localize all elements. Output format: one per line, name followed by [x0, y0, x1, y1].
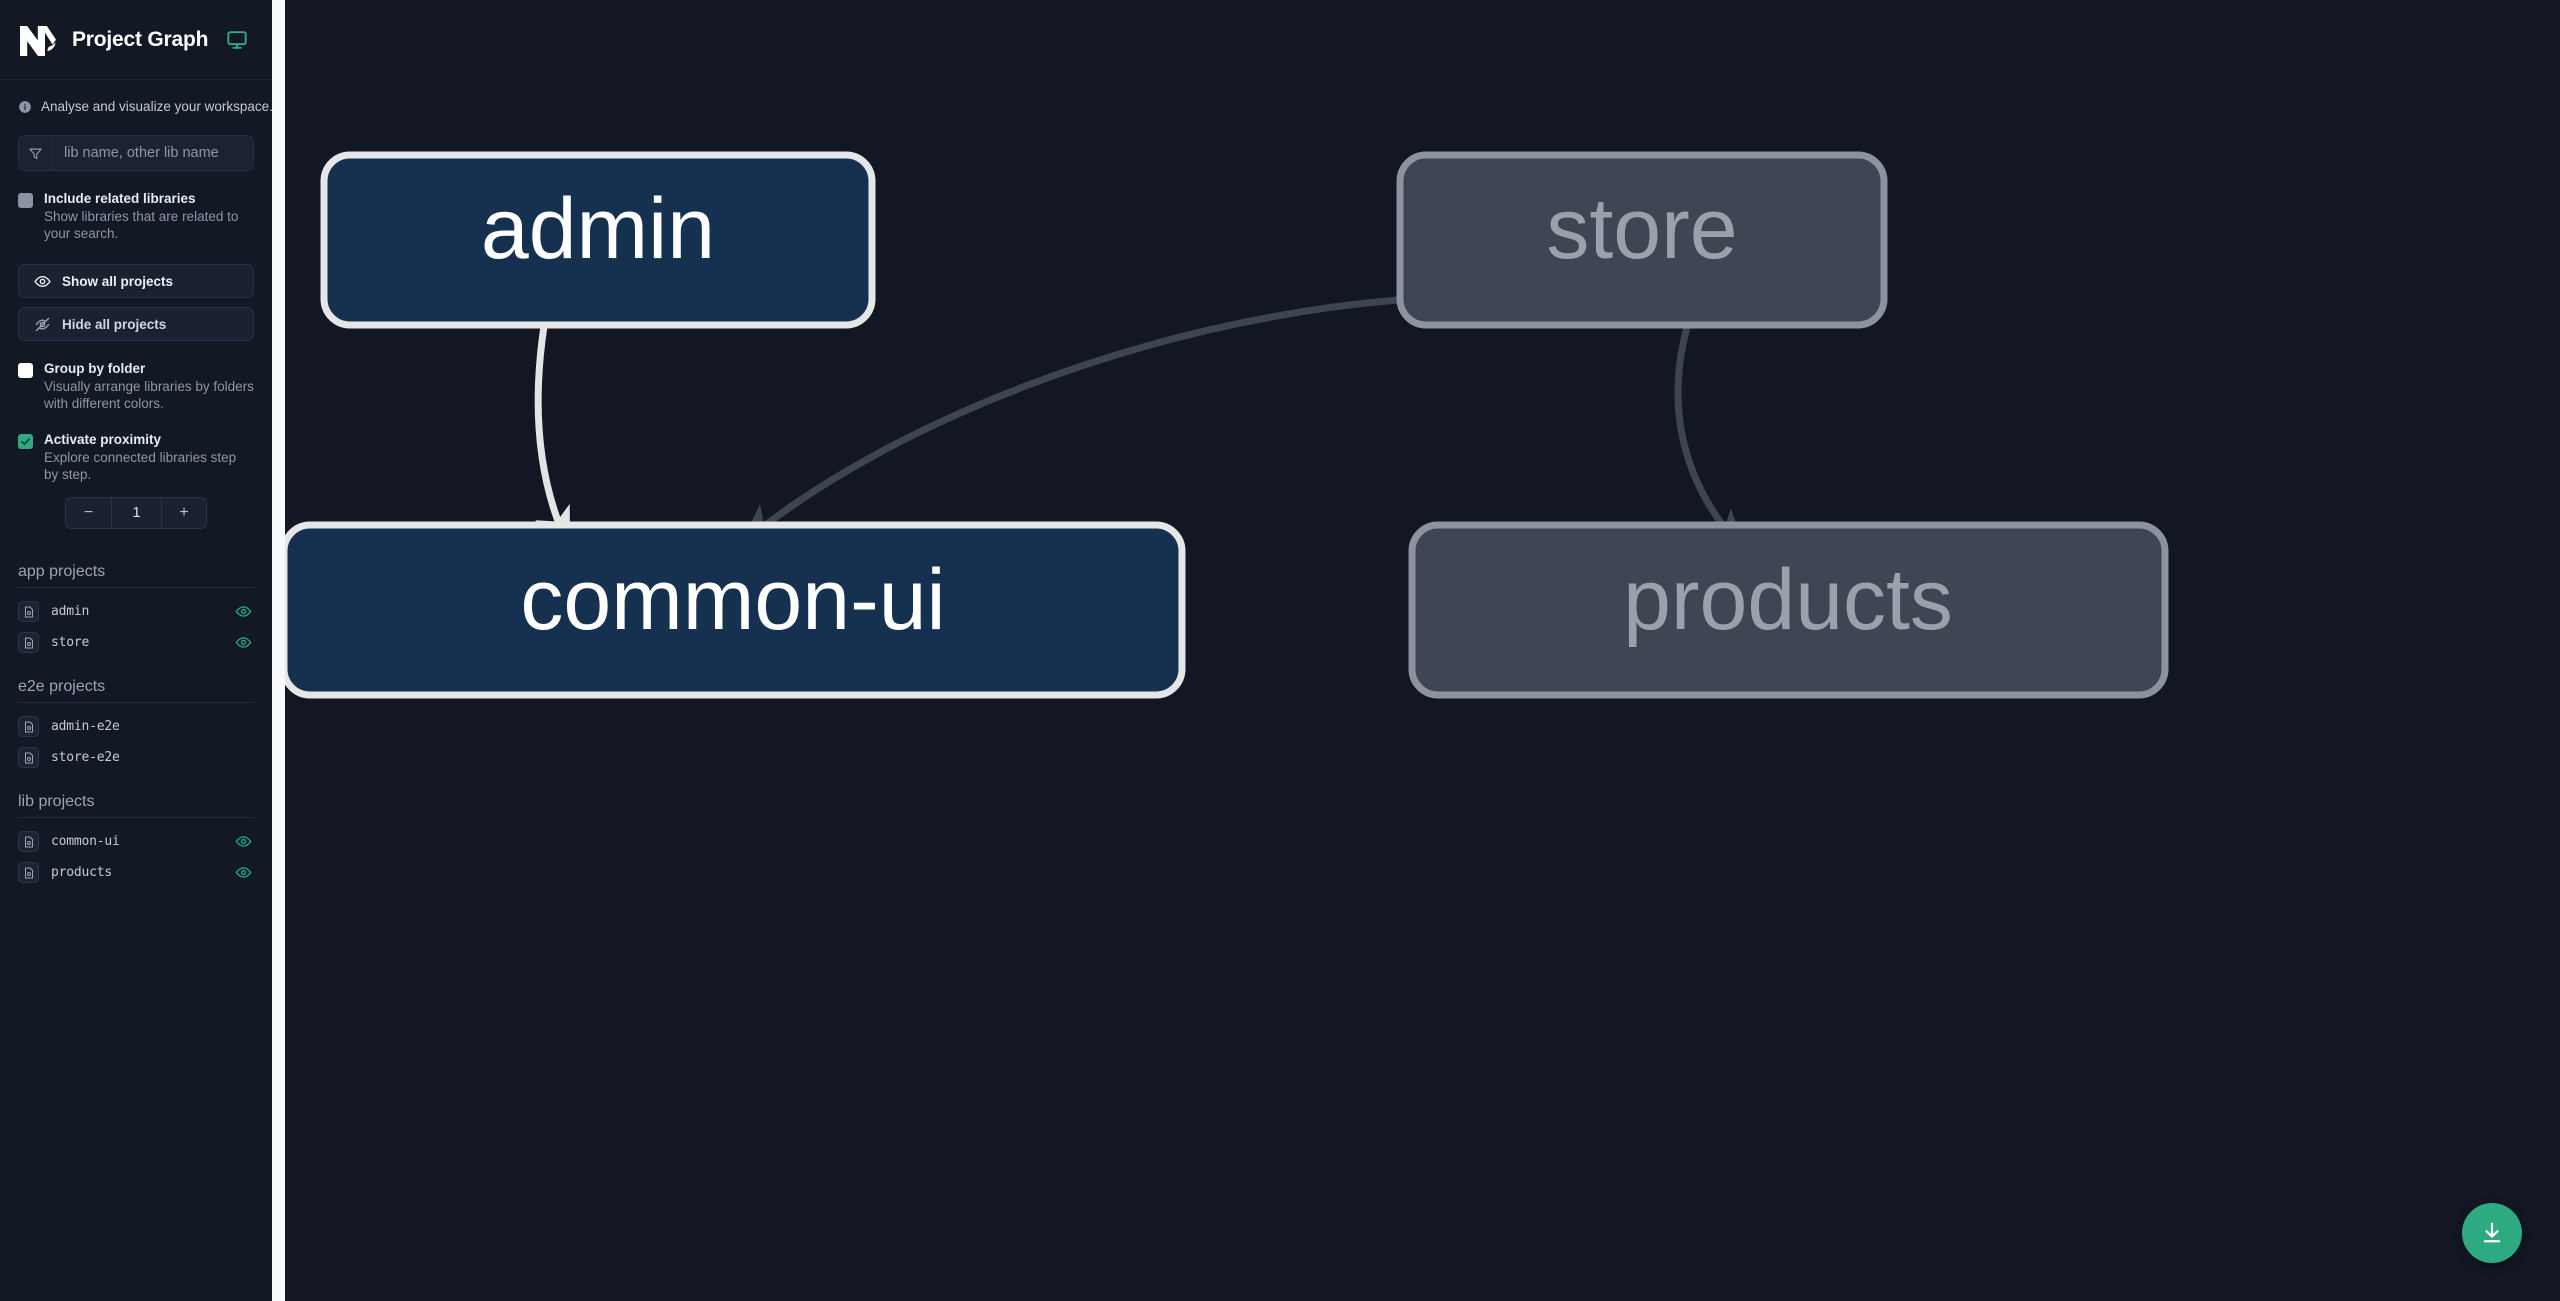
proximity-value: 1 [111, 498, 161, 528]
project-icon [18, 831, 39, 852]
graph-node-admin[interactable]: admin [320, 151, 876, 329]
project-visibility-eye-icon[interactable] [235, 634, 252, 651]
option-include-related-libraries[interactable]: Include related libraries Show libraries… [0, 191, 272, 242]
filter-funnel-icon-box [19, 136, 53, 170]
eye-off-icon [35, 317, 50, 331]
show-all-projects-label: Show all projects [62, 273, 174, 289]
option-title: Group by folder [44, 361, 146, 376]
project-name: admin [51, 604, 90, 619]
proximity-increment-button[interactable]: + [161, 498, 206, 528]
graph-node-store[interactable]: store [1396, 151, 1888, 329]
project-visibility-eye-icon[interactable] [235, 864, 252, 881]
project-group-app: app projects admin [18, 563, 254, 658]
proximity-decrement-button[interactable]: − [66, 498, 111, 528]
graph-svg: admin store common-ui products [280, 151, 2169, 699]
info-icon [19, 100, 31, 113]
download-graph-button[interactable] [2462, 1203, 2522, 1263]
project-glyph-icon [24, 637, 33, 648]
project-glyph-icon [24, 752, 33, 763]
node-shape [1396, 151, 1888, 329]
node-label: store [1546, 181, 1737, 277]
sidebar: Project Graph Analyse and visualize your… [0, 0, 272, 1301]
download-icon [2483, 1222, 2501, 1243]
checkmark-icon [21, 438, 30, 446]
project-glyph-icon [24, 606, 33, 617]
project-row-store-e2e[interactable]: store-e2e [18, 742, 254, 773]
sidebar-header: Project Graph [0, 0, 272, 80]
project-icon [18, 862, 39, 883]
project-group-lib: lib projects common-ui [18, 793, 254, 888]
project-icon [18, 716, 39, 737]
hide-all-projects-label: Hide all projects [62, 316, 167, 332]
project-icon [18, 747, 39, 768]
project-glyph-icon [24, 721, 33, 732]
graph-edges [534, 296, 1746, 552]
nx-logo [20, 25, 56, 56]
tagline-text: Analyse and visualize your workspace. [41, 99, 272, 114]
option-title: Activate proximity [44, 432, 162, 447]
show-all-projects-button[interactable]: Show all projects [18, 264, 254, 298]
project-name: common-ui [51, 834, 120, 849]
search-input[interactable] [53, 136, 253, 170]
project-name: admin-e2e [51, 719, 120, 734]
include-related-libraries-checkbox[interactable] [18, 193, 33, 208]
graph-node-products[interactable]: products [1408, 521, 2169, 699]
visibility-button-group: Show all projects Hide all projects [0, 264, 272, 341]
node-label: common-ui [520, 552, 945, 648]
project-icon [18, 601, 39, 622]
node-shape [320, 151, 876, 329]
project-icon [18, 632, 39, 653]
node-shape [1408, 521, 2169, 699]
graph-node-common-ui[interactable]: common-ui [280, 521, 1186, 699]
option-group-by-folder[interactable]: Group by folder Visually arrange librari… [0, 361, 272, 412]
activate-proximity-checkbox[interactable] [18, 434, 33, 449]
project-row-store[interactable]: store [18, 627, 254, 658]
project-group-e2e: e2e projects admin-e2e [18, 678, 254, 773]
project-glyph-icon [24, 867, 33, 878]
option-description: Show libraries that are related to your … [44, 209, 239, 241]
project-name: store [51, 635, 90, 650]
project-list: app projects admin [0, 563, 272, 1301]
graph-canvas[interactable]: admin store common-ui products [272, 0, 2560, 1301]
group-title: e2e projects [18, 678, 254, 703]
option-title: Include related libraries [44, 191, 196, 206]
monitor-icon[interactable] [226, 29, 248, 51]
proximity-stepper: − 1 + [18, 497, 254, 529]
project-glyph-icon [24, 836, 33, 847]
project-row-admin[interactable]: admin [18, 596, 254, 627]
group-title: lib projects [18, 793, 254, 818]
project-row-admin-e2e[interactable]: admin-e2e [18, 711, 254, 742]
node-label: admin [481, 181, 715, 277]
search-field[interactable] [18, 135, 254, 171]
edge-store-to-common-ui[interactable] [739, 296, 1399, 546]
graph-nodes: admin store common-ui products [280, 151, 2169, 699]
project-visibility-eye-icon[interactable] [235, 603, 252, 620]
sidebar-resize-handle[interactable] [272, 0, 285, 1301]
edge-store-to-products[interactable] [1674, 326, 1746, 552]
project-row-products[interactable]: products [18, 857, 254, 888]
sidebar-tagline: Analyse and visualize your workspace. [0, 80, 272, 114]
project-name: products [51, 865, 113, 880]
page-title: Project Graph [72, 27, 209, 51]
hide-all-projects-button[interactable]: Hide all projects [18, 307, 254, 341]
group-by-folder-checkbox[interactable] [18, 363, 33, 378]
project-visibility-eye-icon[interactable] [235, 833, 252, 850]
option-description: Explore connected libraries step by step… [44, 450, 237, 482]
edge-admin-to-common-ui[interactable] [534, 325, 572, 550]
option-activate-proximity[interactable]: Activate proximity Explore connected lib… [0, 432, 272, 483]
group-title: app projects [18, 563, 254, 588]
filter-funnel-icon [29, 148, 42, 159]
project-row-common-ui[interactable]: common-ui [18, 826, 254, 857]
node-label: products [1623, 552, 1953, 648]
option-description: Visually arrange libraries by folders wi… [44, 379, 254, 411]
eye-icon [34, 275, 51, 287]
project-name: store-e2e [51, 750, 120, 765]
